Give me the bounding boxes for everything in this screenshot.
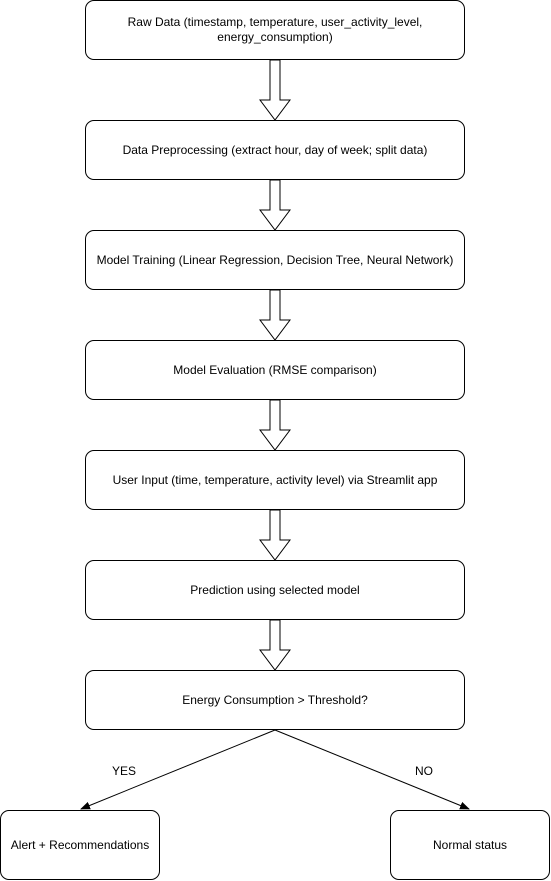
node-training: Model Training (Linear Regression, Decis… xyxy=(85,230,465,290)
node-prediction: Prediction using selected model xyxy=(85,560,465,620)
node-decision: Energy Consumption > Threshold? xyxy=(85,670,465,730)
node-raw-data: Raw Data (timestamp, temperature, user_a… xyxy=(85,0,465,60)
node-evaluation-label: Model Evaluation (RMSE comparison) xyxy=(173,362,377,377)
node-user-input: User Input (time, temperature, activity … xyxy=(85,450,465,510)
block-arrow-preprocessing-to-training xyxy=(259,179,291,231)
node-raw-data-line-2: energy_consumption) xyxy=(217,30,333,44)
block-arrow-training-to-evaluation xyxy=(259,289,291,341)
arrow-no-branch xyxy=(274,729,470,810)
edge-label-yes: YES xyxy=(112,764,137,778)
node-alert: Alert + Recommendations xyxy=(0,810,160,880)
node-alert-label: Alert + Recommendations xyxy=(10,837,150,852)
node-preprocessing: Data Preprocessing (extract hour, day of… xyxy=(85,120,465,180)
node-evaluation: Model Evaluation (RMSE comparison) xyxy=(85,340,465,400)
edge-label-no: NO xyxy=(415,764,433,778)
block-arrow-input-to-prediction xyxy=(259,509,291,561)
block-arrow-raw-to-preprocessing xyxy=(259,59,291,121)
node-normal: Normal status xyxy=(390,810,550,880)
node-training-label: Model Training (Linear Regression, Decis… xyxy=(96,252,454,267)
node-prediction-label: Prediction using selected model xyxy=(190,582,360,597)
node-user-input-label: User Input (time, temperature, activity … xyxy=(112,472,438,487)
node-normal-label: Normal status xyxy=(432,837,508,852)
block-arrow-prediction-to-decision xyxy=(259,619,291,671)
arrow-yes-branch xyxy=(80,729,276,810)
block-arrow-evaluation-to-input xyxy=(259,399,291,451)
node-raw-data-line-1: Raw Data (timestamp, temperature, user_a… xyxy=(127,15,423,29)
node-preprocessing-label: Data Preprocessing (extract hour, day of… xyxy=(122,142,428,157)
node-decision-label: Energy Consumption > Threshold? xyxy=(182,692,368,707)
